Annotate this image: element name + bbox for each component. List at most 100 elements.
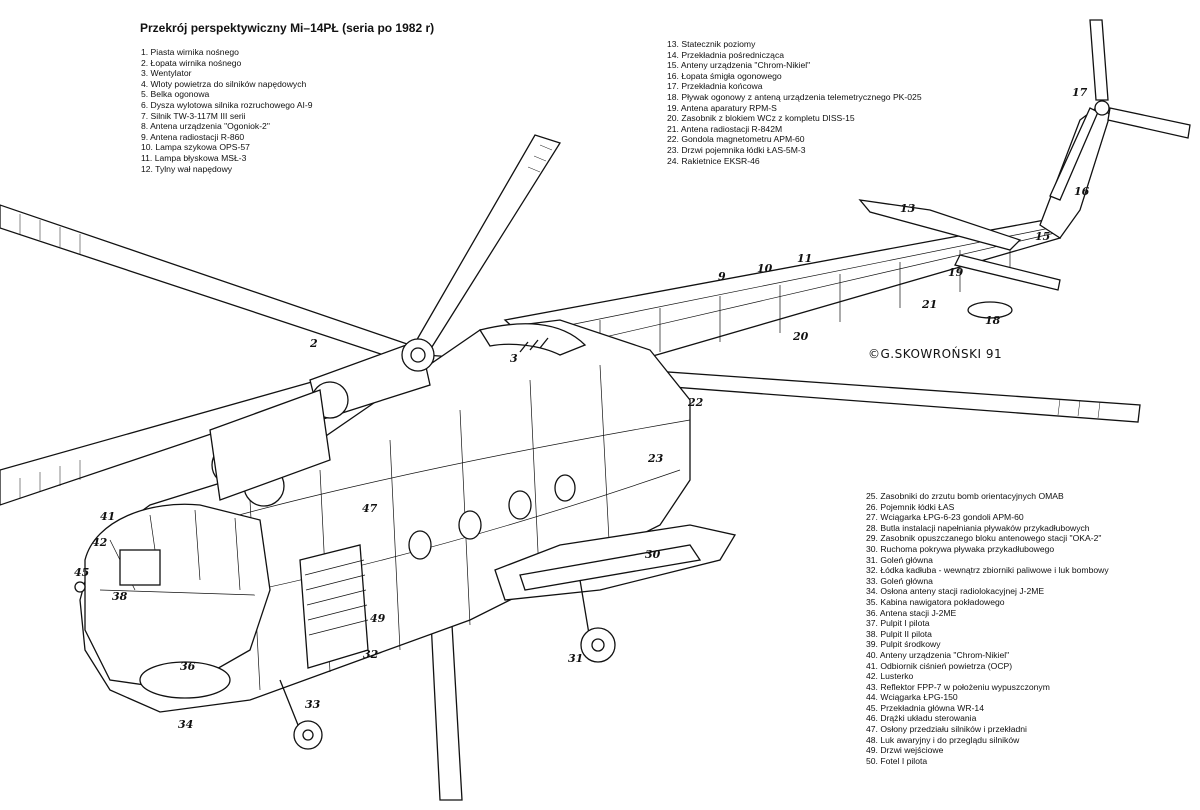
legend-item: 50. Fotel I pilota xyxy=(866,755,928,766)
tail-rotor xyxy=(1049,19,1191,201)
callout-33: 33 xyxy=(305,698,321,711)
callout-22: 22 xyxy=(687,396,704,409)
callout-47: 47 xyxy=(362,502,378,515)
legend-item: 22. Gondola magnetometru APM-60 xyxy=(667,134,805,145)
legend-item: 24. Rakietnice EKSR-46 xyxy=(667,155,760,166)
tail-float xyxy=(967,301,1013,319)
instrument-panel xyxy=(119,549,161,586)
porthole-1 xyxy=(408,530,432,560)
callout-30: 30 xyxy=(645,548,661,561)
porthole-4 xyxy=(554,474,576,502)
legend-item: 4. Wloty powietrza do silników napędowyc… xyxy=(141,78,307,89)
callout-3: 3 xyxy=(510,352,518,365)
legend-item: 28. Butla instalacji napełniania pływakó… xyxy=(866,522,1090,533)
legend-item: 1. Piasta wirnika nośnego xyxy=(141,47,239,57)
porthole-2 xyxy=(458,510,482,540)
callout-19: 19 xyxy=(948,266,964,279)
legend-item: 36. Antena stacji J-2ME xyxy=(866,607,957,618)
legend-item: 16. Łopata śmigła ogonowego xyxy=(667,70,782,81)
legend-item: 21. Antena radiostacji R-842M xyxy=(667,123,783,134)
legend-item: 46. Drążki układu sterowania xyxy=(866,713,977,724)
entry-door xyxy=(299,544,369,669)
tail-fin xyxy=(1039,104,1111,239)
callout-36: 36 xyxy=(180,660,196,673)
callout-49: 49 xyxy=(370,612,386,625)
legend-item: 45. Przekładnia główna WR-14 xyxy=(866,702,984,713)
tail-rotor-hub xyxy=(1094,100,1110,116)
legend-item: 38. Pulpit II pilota xyxy=(866,628,932,639)
legend-item: 23. Drzwi pojemnika łódki ŁAS-5M-3 xyxy=(667,144,806,155)
landing-gear xyxy=(279,524,737,750)
callout-34: 34 xyxy=(178,718,193,731)
legend-item: 18. Pływak ogonowy z anteną urządzenia t… xyxy=(667,91,922,102)
legend-item: 30. Ruchoma pokrywa pływaka przykadłubow… xyxy=(866,543,1055,554)
legend-list-parts-25-50: 25. Zasobniki do zrzutu bomb orientacyjn… xyxy=(866,491,1109,766)
legend-item: 2. Łopata wirnika nośnego xyxy=(141,57,242,68)
legend-item: 29. Zasobnik opuszczanego bloku antenowe… xyxy=(866,533,1102,544)
callout-42: 42 xyxy=(92,536,108,549)
dorsal-fairing xyxy=(478,323,587,356)
horizontal-stabilizer xyxy=(858,199,1022,251)
legend-item: 49. Drzwi wejściowe xyxy=(866,745,944,756)
callout-11: 11 xyxy=(797,252,812,265)
legend-item: 32. Łódka kadłuba - wewnątrz zbiorniki p… xyxy=(866,565,1109,576)
legend-item: 27. Wciągarka ŁPG-6-23 gondoli APM-60 xyxy=(866,512,1024,523)
legend-item: 47. Osłony przedziału silników i przekła… xyxy=(866,724,1027,735)
callout-15: 15 xyxy=(1035,230,1050,243)
callout-17: 17 xyxy=(1072,86,1088,99)
legend-item: 35. Kabina nawigatora pokładowego xyxy=(866,596,1005,607)
callout-labels: 2 3 9 10 11 13 15 16 17 18 19 20 21 22 2… xyxy=(74,86,1090,731)
legend-item: 42. Lusterko xyxy=(866,671,914,682)
callout-23: 23 xyxy=(647,452,664,465)
callout-16: 16 xyxy=(1074,185,1090,198)
legend-item: 40. Anteny urządzenia "Chrom-Nikiel" xyxy=(866,649,1010,660)
legend-item: 15. Anteny urządzenia "Chrom-Nikiel" xyxy=(667,60,811,71)
legend-item: 33. Goleń główna xyxy=(866,575,933,586)
rotor-blade-left xyxy=(0,204,411,363)
callout-38: 38 xyxy=(112,590,128,603)
callout-41: 41 xyxy=(100,510,115,523)
legend-item: 17. Przekładnia końcowa xyxy=(667,81,763,92)
callout-13: 13 xyxy=(900,202,916,215)
legend-item: 12. Tylny wał napędowy xyxy=(141,163,233,174)
cockpit-nose xyxy=(74,503,271,699)
legend-item: 31. Goleń główna xyxy=(866,554,933,565)
stabilizer-right xyxy=(954,254,1061,291)
radar-dome xyxy=(139,661,231,699)
legend-item: 39. Pulpit środkowy xyxy=(866,639,941,650)
porthole-3 xyxy=(508,490,532,520)
legend-item: 34. Osłona anteny stacji radiolokacyjnej… xyxy=(866,586,1045,597)
callout-9: 9 xyxy=(718,270,726,283)
callout-2: 2 xyxy=(309,337,318,350)
artist-signature: ©G.SKOWROŃSKI 91 xyxy=(868,346,1002,361)
legend-item: 43. Reflektor FPP-7 w położeniu wypuszcz… xyxy=(866,681,1050,692)
callout-31: 31 xyxy=(568,652,583,665)
legend-item: 44. Wciągarka ŁPG-150 xyxy=(866,692,958,703)
callout-18: 18 xyxy=(985,314,1001,327)
legend-item: 48. Luk awaryjny i do przeglądu silników xyxy=(866,734,1020,745)
callout-32: 32 xyxy=(363,648,379,661)
legend-item: 14. Przekładnia pośrednicząca xyxy=(667,49,785,60)
legend-item: 20. Zasobnik z blokiem WCz z kompletu DI… xyxy=(667,113,855,124)
legend-item: 37. Pulpit I pilota xyxy=(866,618,930,629)
callout-21: 21 xyxy=(921,298,937,311)
legend-item: 8. Antena urządzenia "Ogoniok-2" xyxy=(141,121,270,132)
callout-10: 10 xyxy=(757,262,773,275)
callout-45: 45 xyxy=(74,566,89,579)
callout-20: 20 xyxy=(792,330,809,343)
legend-item: 9. Antena radiostacji R-860 xyxy=(141,131,245,142)
legend-item: 26. Pojemnik łódki ŁAS xyxy=(866,501,955,512)
legend-item: 41. Odbiornik ciśnień powietrza (OCP) xyxy=(866,660,1013,671)
legend-item: 10. Lampa szykowa OPS-57 xyxy=(141,142,250,153)
legend-item: 7. Silnik TW-3-117M III serii xyxy=(141,110,246,121)
legend-item: 6. Dysza wylotowa silnika rozruchowego A… xyxy=(141,99,313,110)
legend-item: 5. Belka ogonowa xyxy=(141,89,210,100)
legend-item: 19. Antena aparatury RPM-S xyxy=(667,102,777,113)
legend-item: 11. Lampa błyskowa MSŁ-3 xyxy=(141,152,247,163)
main-rotor-hub xyxy=(401,338,435,372)
legend-item: 13. Statecznik poziomy xyxy=(667,39,756,49)
page-title: Przekrój perspektywiczny Mi–14PŁ (seria … xyxy=(140,21,435,35)
